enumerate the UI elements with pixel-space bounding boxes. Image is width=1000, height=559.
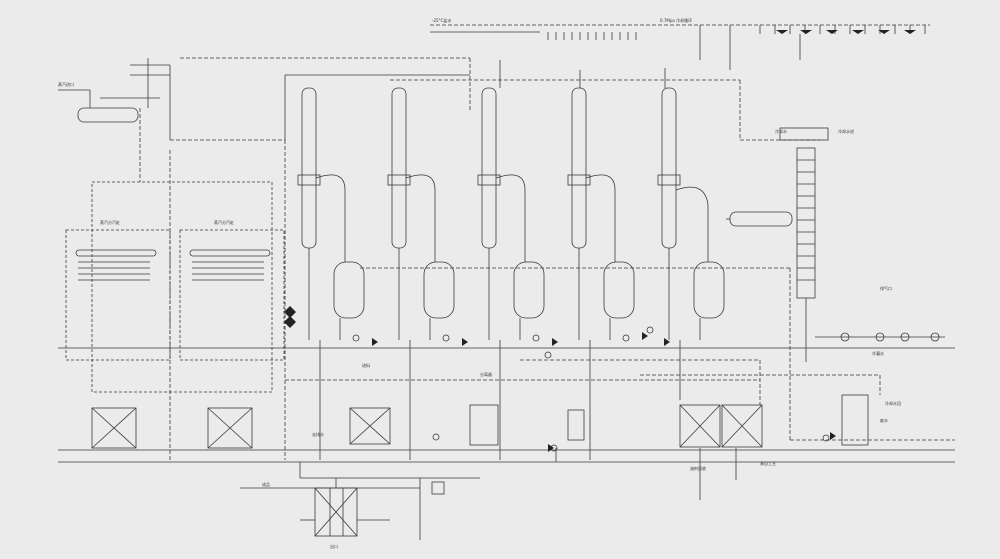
vapor-pipe-4 xyxy=(585,174,616,262)
center-vessel xyxy=(469,404,499,446)
steam-header xyxy=(77,107,139,123)
pump-b1 xyxy=(352,334,360,342)
small-vessel xyxy=(567,409,585,441)
tank-right-2 xyxy=(721,404,763,448)
label-separator: 分离器 xyxy=(480,371,492,377)
separator-3 xyxy=(513,261,545,340)
evaporator-5 xyxy=(657,87,681,340)
vapor-pipe-3 xyxy=(495,174,526,262)
separator-4 xyxy=(603,261,635,340)
pump-b4 xyxy=(622,334,630,342)
label-to-drain: 去排水 xyxy=(312,431,324,437)
label-solvent-recovery: 溶剂回收 xyxy=(690,465,706,471)
evaporator-1 xyxy=(297,87,321,340)
pump-b3 xyxy=(532,334,540,342)
label-product: 成品 xyxy=(262,481,270,487)
tank-center xyxy=(349,407,391,445)
coolant-valves xyxy=(759,25,926,34)
label-top-left: -25°C盐水 xyxy=(432,17,451,23)
label-condensate: 冷凝水 xyxy=(872,350,884,356)
tank-left-1 xyxy=(91,407,137,449)
pump-b5 xyxy=(646,326,654,334)
condenser xyxy=(729,211,793,227)
filter-unit xyxy=(431,481,445,495)
column-top-header xyxy=(779,127,829,141)
vapor-pipe-2 xyxy=(405,174,436,262)
label-cw-return: 冷却水回 xyxy=(885,400,901,406)
separator-1 xyxy=(333,261,365,340)
tank-left-2 xyxy=(207,407,253,449)
heater-frame-1 xyxy=(65,229,171,361)
heater-outer-frame xyxy=(91,181,273,393)
label-steam-drum-1: 蒸汽分汽缸 xyxy=(100,219,120,225)
evaporator-3 xyxy=(477,87,501,340)
heater-bundle-2 xyxy=(189,249,271,281)
pump-b9 xyxy=(822,434,830,442)
brine-valves xyxy=(547,32,637,40)
tank-right-1 xyxy=(679,404,721,448)
tank-bottom xyxy=(314,487,358,537)
vapor-pipe-5 xyxy=(675,186,709,262)
label-top-right: 0.7Mpa 冷却循环 xyxy=(660,17,692,23)
evaporator-2 xyxy=(387,87,411,340)
label-outlet: 出口 xyxy=(330,543,338,549)
pump-b7 xyxy=(432,433,440,441)
label-from-process: 来自工艺 xyxy=(760,460,776,466)
evaporator-4 xyxy=(567,87,591,340)
heater-bundle-1 xyxy=(75,249,157,281)
packed-column xyxy=(796,147,816,362)
label-waste: 废水 xyxy=(880,417,888,423)
heater-frame-2 xyxy=(179,229,285,361)
label-exhaust: 排气口 xyxy=(880,285,892,291)
label-feed: 进料 xyxy=(362,362,370,368)
pump-b2 xyxy=(442,334,450,342)
label-cw-supply: 冷却水进 xyxy=(838,128,854,134)
label-steam-drum-2: 蒸汽分汽缸 xyxy=(214,219,234,225)
valve-markers xyxy=(284,30,916,452)
label-steam-inlet: 蒸汽进口 xyxy=(58,81,74,87)
dashed-lines xyxy=(139,79,955,460)
separator-2 xyxy=(423,261,455,340)
pump-b6 xyxy=(544,351,552,359)
right-vessel xyxy=(841,394,869,446)
label-cooling-water: 冷却水 xyxy=(775,128,787,134)
vapor-pipe-1 xyxy=(315,174,346,262)
separator-5 xyxy=(693,261,725,340)
